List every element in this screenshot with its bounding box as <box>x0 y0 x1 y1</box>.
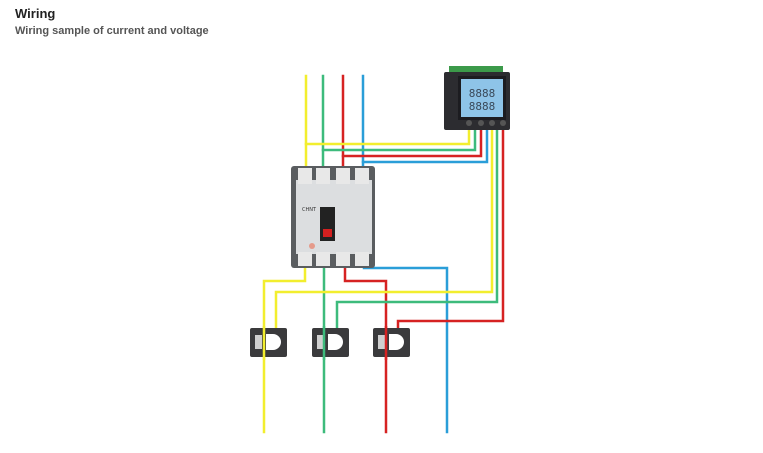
wire-l2-voltage-tap <box>321 122 477 152</box>
wire-l3-voltage-tap <box>341 122 483 158</box>
breaker-handle <box>323 229 332 237</box>
meter-lcd-digits: 8888 <box>469 87 496 100</box>
meter-lcd-digits-2: 8888 <box>469 100 496 113</box>
wire-n-voltage-tap <box>361 122 489 164</box>
circuit-breaker: CHNT <box>291 166 375 268</box>
wire-ct2-secondary <box>335 122 499 334</box>
meter-button <box>478 120 484 126</box>
wire-ct1-secondary <box>274 122 494 334</box>
current-transformer-1 <box>250 328 287 357</box>
page-subtitle: Wiring sample of current and voltage <box>15 25 209 37</box>
meter-button <box>500 120 506 126</box>
meter-lcd <box>461 79 503 117</box>
current-transformer-2 <box>312 328 349 357</box>
wire-ct3-secondary <box>396 122 505 334</box>
breaker-brand: CHNT <box>302 207 317 213</box>
page-title: Wiring <box>15 6 56 21</box>
meter-button <box>466 120 472 126</box>
current-transformer-3 <box>373 328 410 357</box>
meter-button <box>489 120 495 126</box>
power-meter: 8888 8888 <box>444 66 510 130</box>
wire-l1-voltage-tap <box>304 122 471 146</box>
breaker-test-button <box>309 243 315 249</box>
